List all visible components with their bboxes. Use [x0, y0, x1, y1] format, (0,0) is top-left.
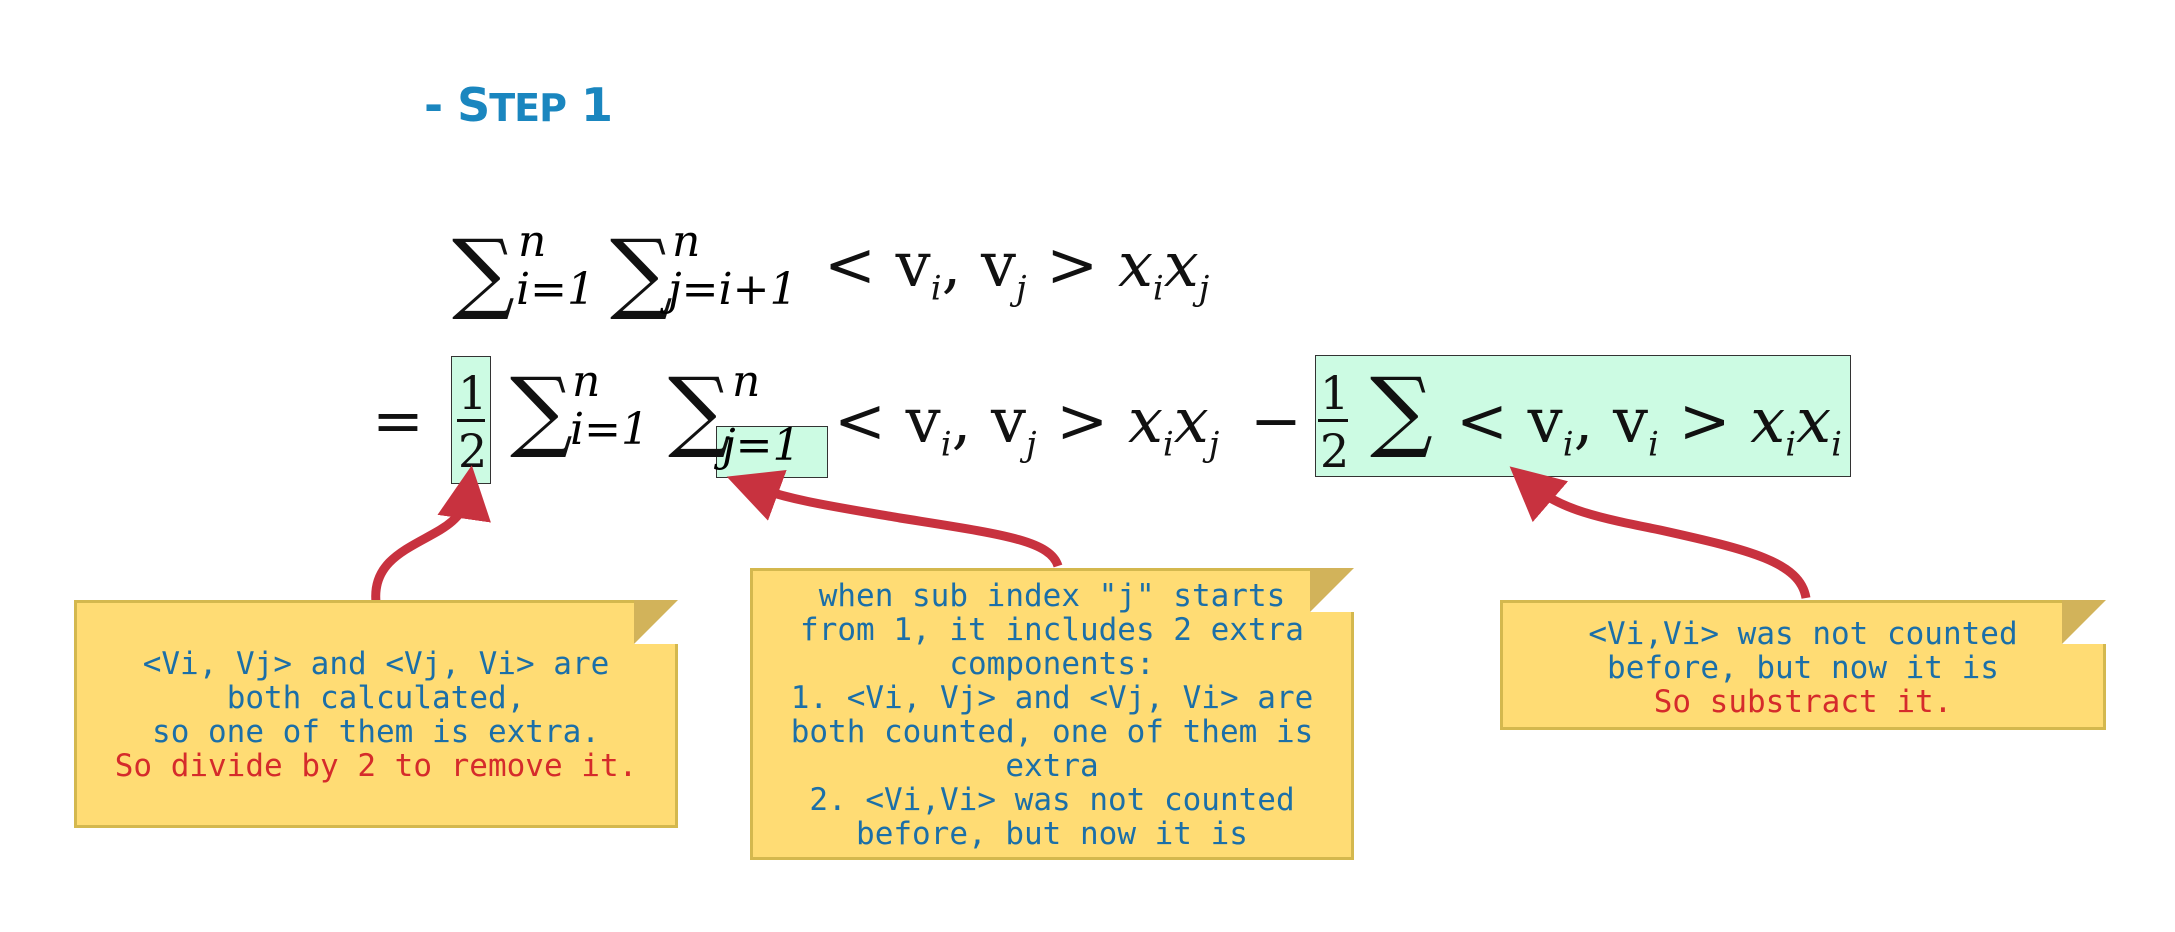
note-middle-line: from 1, it includes 2 extra	[800, 612, 1304, 648]
sum3-lower: i=1	[570, 404, 649, 455]
fraction2-numerator: 1	[1320, 366, 1350, 420]
note-right-red-line: So substract it.	[1653, 684, 1953, 720]
fraction2-bar	[1318, 419, 1348, 422]
note-right-line: before, but now it is	[1607, 650, 1999, 686]
note-left-line: both calculated,	[226, 680, 526, 716]
sum2-upper: n	[672, 216, 701, 267]
note-middle-line: 1. <Vi, Vj> and <Vj, Vi> are	[790, 680, 1314, 716]
sum3-upper: n	[572, 356, 601, 407]
sigma-4: ∑	[668, 358, 731, 461]
note-left-red-line: So divide by 2 to remove it.	[114, 748, 638, 784]
inner-product-term: < vi, vj > xixj	[824, 228, 1210, 309]
arrow-to-j1	[726, 469, 1063, 568]
note-middle-line: when sub index "j" starts	[818, 578, 1286, 614]
highlight-subtracted-term	[1315, 355, 1851, 477]
title-number: 1	[565, 78, 613, 132]
note-middle-line: components:	[949, 646, 1155, 682]
note-left-line: so one of them is extra.	[152, 714, 600, 750]
step-title: - STEP 1	[424, 78, 613, 132]
sigma-5: ∑	[1370, 358, 1433, 461]
sigma-2: ∑	[610, 220, 673, 323]
note-middle-line: before, but now it is	[856, 816, 1248, 852]
arrow-to-subtracted	[1509, 466, 1811, 600]
note-left-line: <Vi, Vj> and <Vj, Vi> are	[142, 646, 610, 682]
fraction-half-numerator: 1	[458, 366, 488, 420]
sum1-upper: n	[518, 216, 547, 267]
note-middle: when sub index "j" starts from 1, it inc…	[750, 568, 1354, 860]
sum2-lower: j=i+1	[668, 264, 798, 315]
sum1-lower: i=1	[516, 264, 595, 315]
arrow-to-half	[371, 465, 491, 603]
note-right: <Vi,Vi> was not counted before, but now …	[1500, 600, 2106, 730]
sigma-1: ∑	[452, 220, 515, 323]
title-first-letter: S	[457, 78, 490, 132]
fraction2-denominator: 2	[1320, 424, 1350, 478]
sigma-3: ∑	[510, 358, 573, 461]
minus-sign: −	[1250, 384, 1302, 457]
note-right-line: <Vi,Vi> was not counted	[1588, 616, 2018, 652]
inner-product-term-2: < vi, vj > xixj	[834, 384, 1220, 465]
equals-sign: =	[372, 384, 424, 457]
note-middle-line: 2. <Vi,Vi> was not counted	[809, 782, 1295, 818]
title-dash: -	[424, 78, 458, 132]
highlight-j-equals-1	[716, 426, 828, 478]
sum4-lower: j=1	[722, 420, 801, 471]
note-middle-line: extra	[1005, 748, 1099, 784]
fraction-half-bar	[457, 419, 485, 422]
sum4-upper: n	[732, 356, 761, 407]
note-left: <Vi, Vj> and <Vj, Vi> are both calculate…	[74, 600, 678, 828]
note-middle-line: both counted, one of them is	[790, 714, 1314, 750]
title-rest: TEP	[489, 86, 567, 130]
self-product-term: < vi, vi > xixi	[1456, 384, 1842, 465]
